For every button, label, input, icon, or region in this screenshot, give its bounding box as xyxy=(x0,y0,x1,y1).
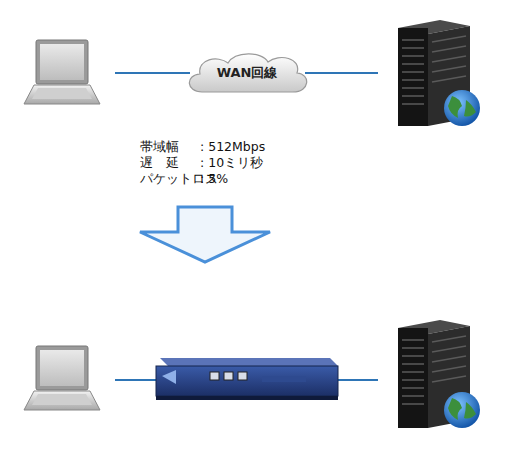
server-icon xyxy=(398,320,480,428)
laptop-icon xyxy=(24,346,100,410)
network-cloud: WAN回線 xyxy=(182,50,312,96)
network-wire xyxy=(115,72,190,74)
spec-label: 遅 延 xyxy=(140,155,179,170)
laptop-icon xyxy=(24,40,100,104)
network-wire xyxy=(335,379,378,381)
transition-arrow xyxy=(140,207,270,262)
spec-label: : 5% xyxy=(200,171,228,186)
network-wire xyxy=(115,379,158,381)
network-wire xyxy=(305,72,378,74)
spec-label: : 512Mbps xyxy=(200,139,265,154)
cloud-label: WAN回線 xyxy=(217,64,278,82)
spec-label: : 10ミリ秒 xyxy=(200,155,263,170)
spec-label: 帯域幅 xyxy=(140,139,179,154)
appliance-icon xyxy=(156,358,338,400)
server-icon xyxy=(398,20,480,126)
